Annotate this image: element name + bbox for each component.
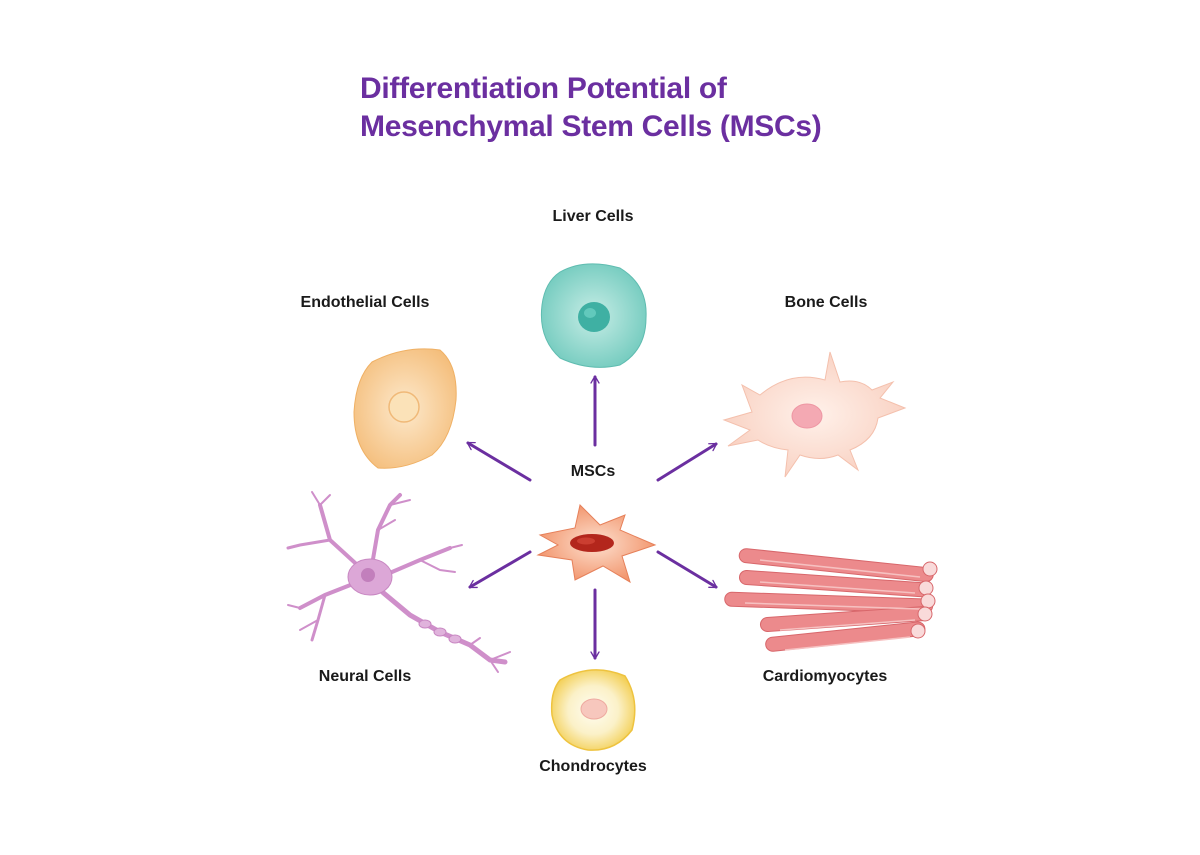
arrow-to-neural <box>468 550 532 589</box>
diagram-title: Differentiation Potential of Mesenchymal… <box>360 70 960 146</box>
arrow-to-bone <box>656 442 718 482</box>
arrow-to-endothelial <box>466 441 532 482</box>
label-bone-cells: Bone Cells <box>784 294 868 311</box>
bone-cell-illustration <box>722 351 907 478</box>
label-neural-cells: Neural Cells <box>318 668 412 685</box>
label-mscs: MSCs <box>570 463 616 480</box>
arrows <box>466 375 718 660</box>
msc-cell-illustration <box>536 503 657 584</box>
cardiomyocytes-illustration <box>724 548 938 652</box>
liver-cell-illustration <box>540 263 647 368</box>
label-chondrocytes: Chondrocytes <box>539 758 647 775</box>
title-line-2: Mesenchymal Stem Cells (MSCs) <box>360 110 822 143</box>
label-liver-cells: Liver Cells <box>552 208 634 225</box>
label-cardiomyocytes: Cardiomyocytes <box>762 668 888 685</box>
neural-soma <box>347 558 462 644</box>
title-line-1: Differentiation Potential of <box>360 72 727 105</box>
label-endothelial-cells: Endothelial Cells <box>300 294 430 311</box>
chondrocyte-illustration <box>550 669 636 751</box>
endothelial-cell-illustration <box>353 348 457 469</box>
arrow-to-cardiomyocytes <box>656 550 718 589</box>
